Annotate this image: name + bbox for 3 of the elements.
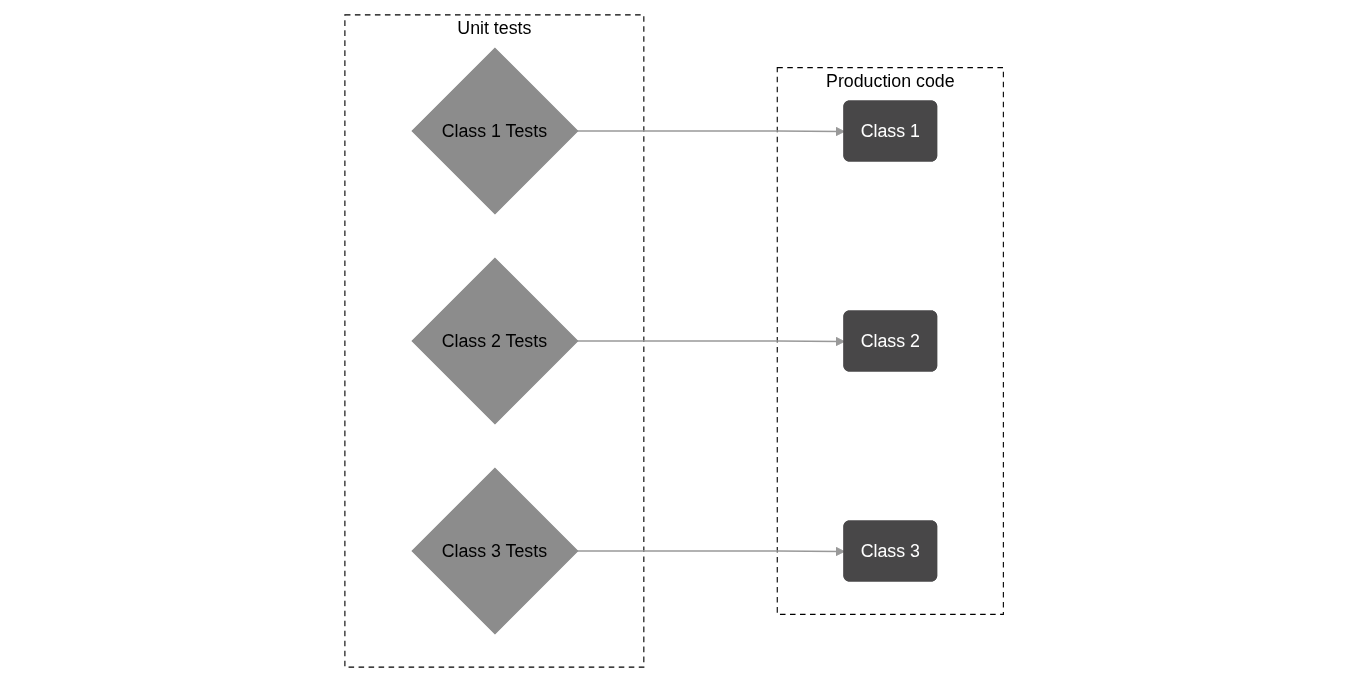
node-diamond: Class 3 Tests [411, 466, 579, 635]
node-diamond: Class 1 Tests [411, 46, 579, 215]
node-diamond: Class 2 Tests [411, 256, 579, 425]
